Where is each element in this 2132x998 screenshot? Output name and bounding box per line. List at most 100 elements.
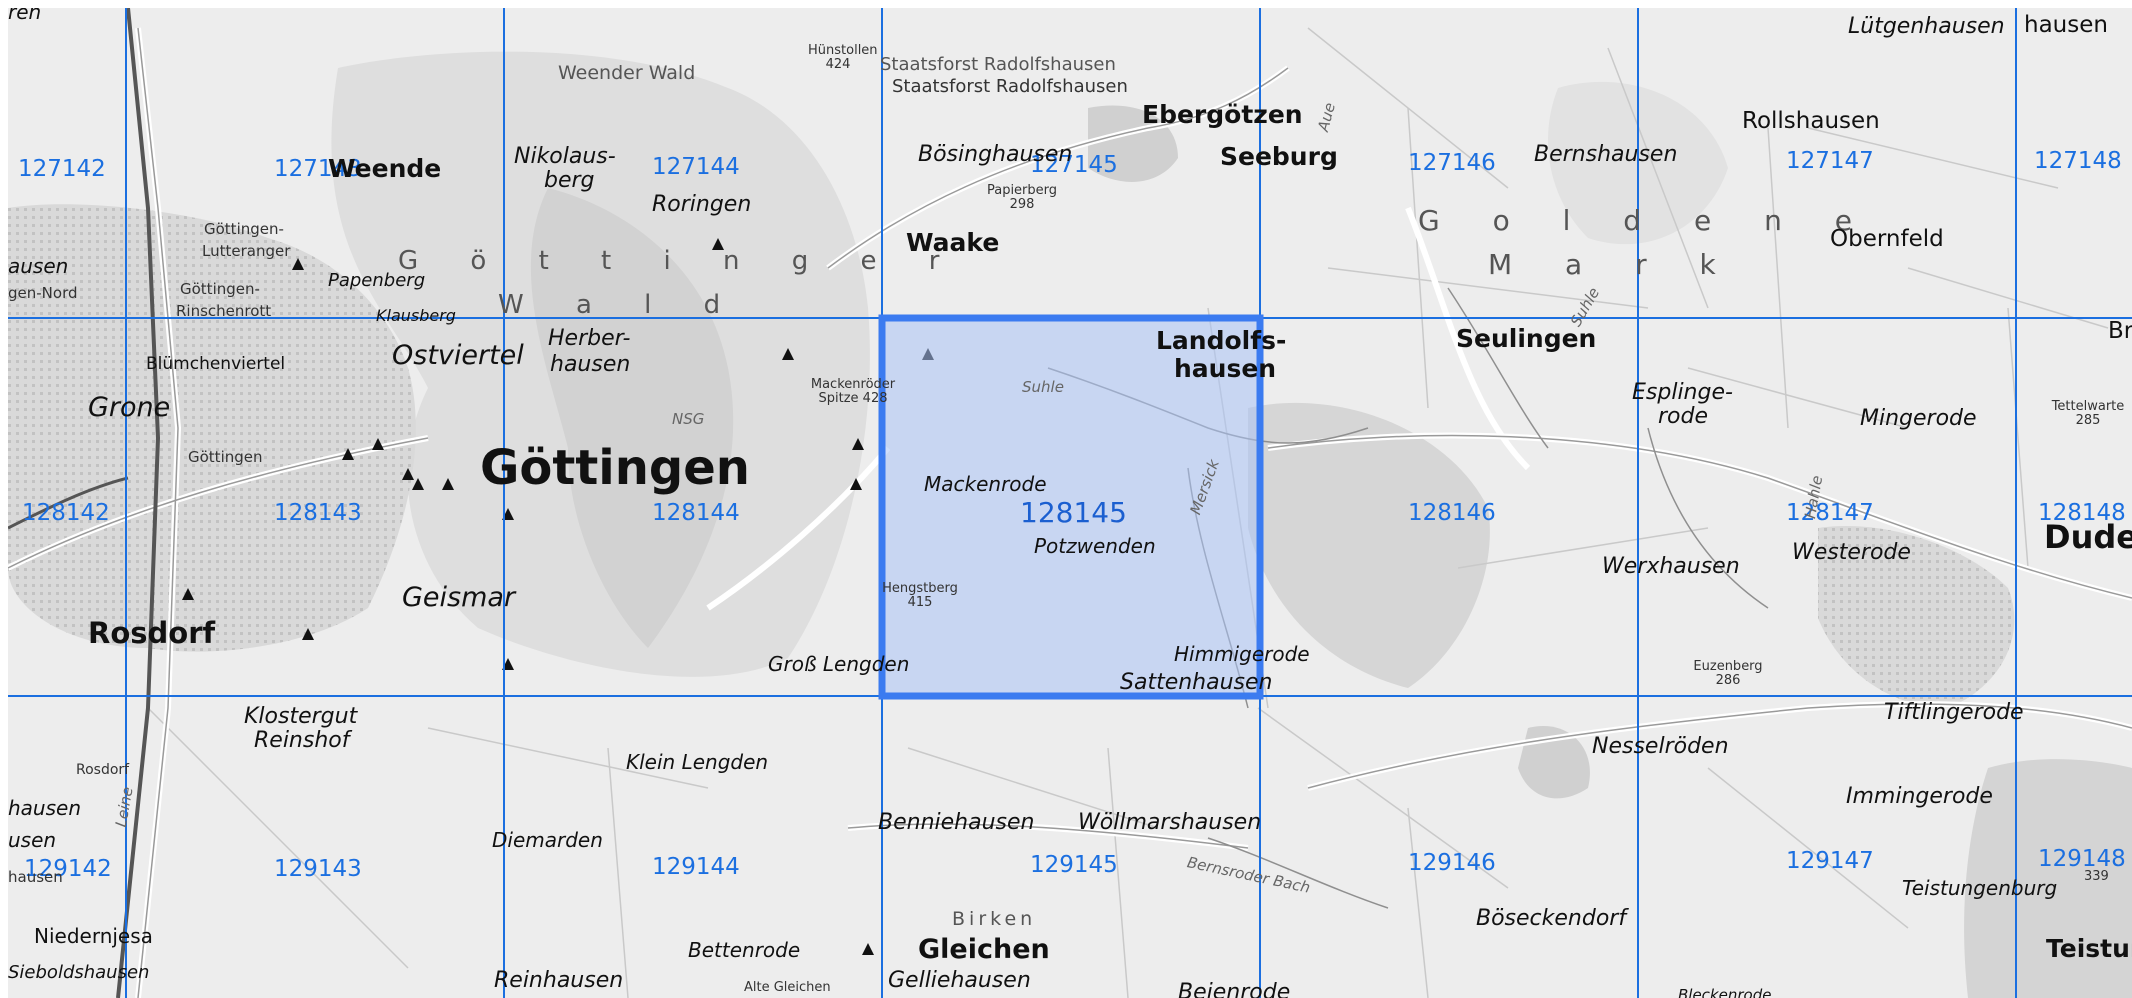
place-duderstadt: Dude (2044, 518, 2132, 556)
place-roringen: Roringen (652, 192, 752, 217)
hill-shading (530, 188, 734, 648)
place-edge-br: Br (2108, 318, 2132, 344)
place-herberhausen-1: Herber- (548, 326, 631, 351)
map-viewport[interactable]: 127142 127143 127144 127145 127146 12714… (8, 8, 2132, 998)
place-esplingerode-1: Esplinge- (1632, 380, 1733, 405)
forest-area (1964, 759, 2132, 998)
place-landolfshausen-2: hausen (1174, 354, 1277, 383)
place-klostergut-2: Reinshof (254, 728, 350, 753)
place-herberhausen-2: hausen (550, 352, 631, 377)
tile-label[interactable]: 129147 (1786, 848, 1874, 874)
place-luetgenhausen: Lütgenhausen (1848, 14, 2005, 39)
place-hausen-edge: hausen (2024, 12, 2108, 38)
urban-area-duderstadt (1818, 526, 2015, 708)
place-tiftlingerode: Tiftlingerode (1884, 700, 2024, 725)
tile-label[interactable]: 127142 (18, 156, 106, 182)
place-staatsforst: Staatsforst Radolfshausen (880, 54, 1116, 75)
tile-label[interactable]: 127147 (1786, 148, 1874, 174)
tile-label[interactable]: 129146 (1408, 850, 1496, 876)
tile-label[interactable]: 128143 (274, 500, 362, 526)
place-gleichen: Gleichen (918, 934, 1050, 965)
place-rosdorf: Rosdorf (88, 616, 216, 650)
place-goettingen-rinschenrott-2: Rinschenrott (176, 302, 272, 320)
peak-339: 339 (2084, 869, 2109, 884)
stream-suhle: Suhle (1022, 378, 1064, 396)
place-edge-usen: usen (8, 828, 57, 852)
place-klostergut: Klostergut (244, 704, 358, 729)
place-nesselroeden: Nesselröden (1592, 734, 1729, 759)
tile-label[interactable]: 128144 (652, 500, 740, 526)
place-landolfshausen-1: Landolfs- (1156, 326, 1287, 355)
tile-label[interactable]: 129145 (1030, 852, 1118, 878)
tile-label[interactable]: 128146 (1408, 500, 1496, 526)
place-weender-wald: Weender Wald (558, 62, 696, 84)
place-niederniesa: Niedernjesa (34, 924, 153, 948)
tile-grid (8, 8, 2132, 998)
tile-label[interactable]: 129144 (652, 854, 740, 880)
place-mingerode: Mingerode (1860, 406, 1977, 431)
peak-hengstberg: Hengstberg 415 (882, 581, 958, 610)
place-weende: Weende (328, 154, 442, 183)
place-mackenrode: Mackenrode (924, 472, 1047, 496)
place-goettingen: Göttingen (480, 440, 750, 496)
place-goettingen-small: Göttingen (188, 448, 263, 466)
area-goettinger-wald-2: W a l d (498, 290, 743, 320)
area-goldene-mark-2: M a r k (1488, 248, 1738, 281)
tile-label[interactable]: 128148 (2038, 500, 2126, 526)
place-nikolausberg-1: Nikolaus- (514, 144, 616, 169)
place-goettingen-rinschenrott: Göttingen- (180, 280, 260, 298)
place-goettingen-lutteranger: Göttingen- (204, 220, 284, 238)
tile-label[interactable]: 128147 (1786, 500, 1874, 526)
peak-mackenroeder-spitze: Mackenröder Spitze 428 (810, 377, 896, 406)
place-werxhausen: Werxhausen (1602, 554, 1740, 579)
place-waake: Waake (906, 228, 1000, 257)
place-nsg: NSG (672, 410, 705, 428)
place-bettenrode: Bettenrode (688, 938, 801, 962)
place-gross-lengden: Groß Lengden (768, 652, 910, 676)
place-ebergoetzen: Ebergötzen (1142, 100, 1303, 129)
place-edge-ausen: ausen (8, 254, 69, 278)
railway (116, 8, 161, 998)
tile-label[interactable]: 129148 (2038, 846, 2126, 872)
peak-tettelwarte: Tettelwarte 285 (2051, 399, 2125, 428)
place-birken: Birken (952, 908, 1037, 930)
place-rosdorf-small: Rosdorf (76, 762, 130, 778)
place-teistungenburg: Teistungenburg (1902, 876, 2058, 900)
place-esplingerode-2: rode (1658, 404, 1709, 429)
place-beienrode: Beienrode (1178, 980, 1291, 998)
tile-label[interactable]: 127143 (274, 156, 362, 182)
place-woellmarshausen: Wöllmarshausen (1078, 810, 1262, 835)
tile-label[interactable]: 129143 (274, 856, 362, 882)
place-diemarden: Diemarden (492, 828, 603, 852)
topographic-basemap (8, 8, 2132, 998)
place-himmigerode: Himmigerode (1174, 642, 1310, 666)
area-goettinger-wald: G ö t t i n g e r (398, 246, 962, 276)
place-westerode: Westerode (1792, 540, 1911, 565)
selected-tile-label[interactable]: 128145 (1020, 496, 1127, 529)
place-reinhausen: Reinhausen (494, 968, 624, 993)
tile-label[interactable]: 127144 (652, 154, 740, 180)
place-klausberg: Klausberg (376, 306, 456, 325)
peak-euzenberg: Euzenberg 286 (1693, 659, 1763, 688)
place-seulingen: Seulingen (1456, 324, 1597, 353)
tile-label[interactable]: 127148 (2034, 148, 2122, 174)
tile-label[interactable]: 129142 (24, 856, 112, 882)
place-alte-gleichen: Alte Gleichen (744, 980, 831, 995)
place-obernfeld: Obernfeld (1830, 226, 1944, 252)
place-papenberg: Papenberg (328, 270, 426, 291)
place-gelliehausen: Gelliehausen (888, 968, 1031, 993)
tile-label[interactable]: 128142 (22, 500, 110, 526)
place-potzwenden: Potzwenden (1034, 534, 1156, 558)
place-boesinghausen: Bösinghausen (918, 142, 1073, 167)
place-seeburg: Seeburg (1220, 142, 1338, 171)
selected-tile-highlight[interactable] (878, 314, 1264, 700)
place-geismar: Geismar (402, 582, 516, 613)
tile-label[interactable]: 127145 (1030, 152, 1118, 178)
urban-area-nesselroeden (1518, 726, 1590, 799)
place-edge-top: ren (8, 8, 42, 24)
place-benniehausen: Benniehausen (878, 810, 1035, 835)
place-edge-nord: gen-Nord (8, 284, 78, 302)
place-staatsforst-2: Staatsforst Radolfshausen (892, 76, 1128, 97)
tile-label[interactable]: 127146 (1408, 150, 1496, 176)
place-sattenhausen: Sattenhausen (1120, 670, 1273, 695)
